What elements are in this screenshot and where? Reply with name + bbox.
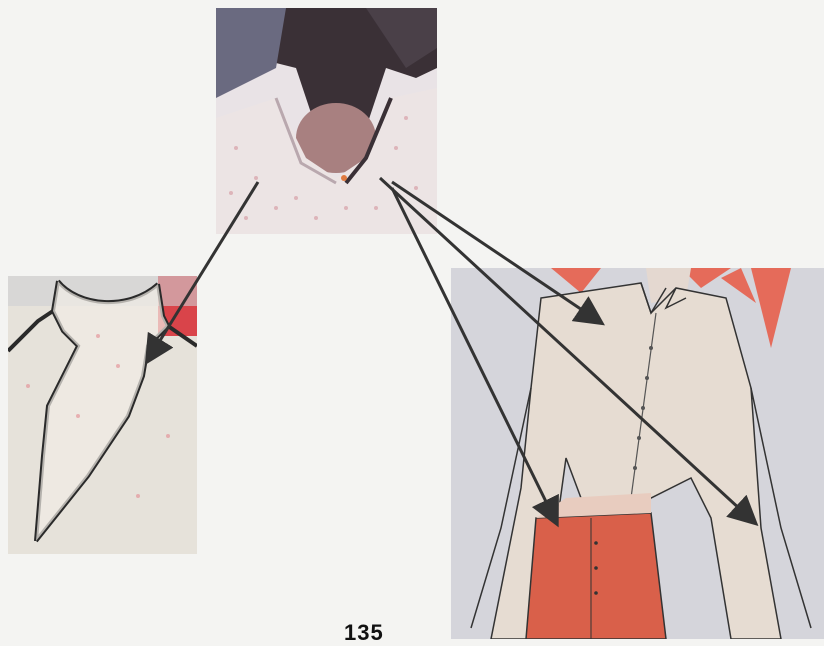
shirt-design-illustration xyxy=(451,268,824,639)
collar-detail-photo xyxy=(216,8,437,234)
page-number: 135 xyxy=(344,620,384,646)
collar-pattern-sketch xyxy=(8,276,197,554)
